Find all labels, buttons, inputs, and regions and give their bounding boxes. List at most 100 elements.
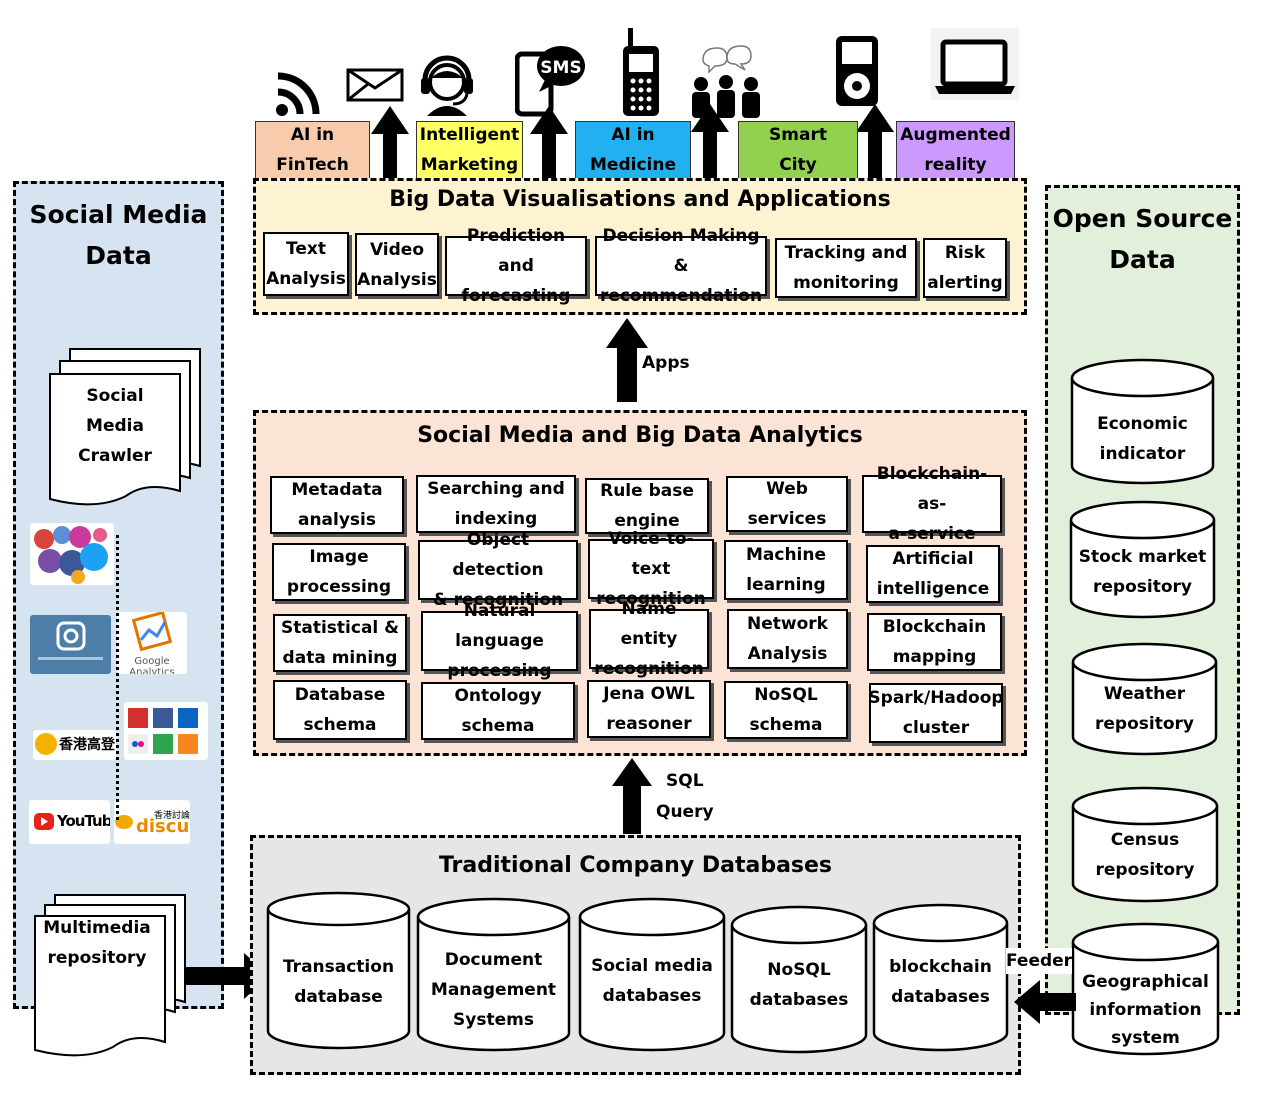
youtube-logo: YouTube [29,800,110,844]
analytics-item-rule-base: Rule base engine [585,478,709,534]
db-blockchain: blockchain databases [872,903,1009,1053]
apps-label: Apps [642,353,690,373]
hkgolden-text: 香港高登 [59,737,115,753]
analytics-item-voice-to-text: Voice-to-text recognition [588,529,714,609]
analytics-item-spark-hadoop: Spark/Hadoop cluster [868,683,1004,743]
big-data-title: Big Data Visualisations and Applications [389,187,891,212]
cylinder-shape [1069,500,1216,619]
analytics-item-blockchain-mapping: Blockchain mapping [867,613,1002,671]
cylinder-shape [1070,358,1215,485]
cylinder-shape [578,897,726,1052]
os-economic-indicator: Economic indicator [1070,358,1215,486]
db-social-media: Social media databases [578,897,726,1053]
cylinder-shape [872,903,1009,1052]
os-weather: Weather repository [1071,642,1218,757]
big-data-item-text-analysis: Text Analysis [263,232,349,296]
share-buttons-logo [124,702,208,760]
os-economic-label: Economic indicator [1097,414,1188,464]
analytics-title: Social Media and Big Data Analytics [417,423,863,448]
hkgolden-logo: 香港高登 [33,730,116,760]
cylinder-shape [1071,642,1218,756]
dotted-connector-line [116,535,119,820]
cylinder-shape [1071,786,1219,903]
stacked-document-shape [49,348,201,506]
headset-agent-icon [421,55,473,116]
analytics-item-web-services: Web services [726,476,848,532]
analytics-item-object-detection: Object detection & recognition [418,530,578,610]
ipod-icon [836,36,878,106]
analytics-item-image-processing: Image processing [272,543,406,601]
analytics-item-machine-learning: Machine learning [724,540,848,600]
apps-up-arrow [606,318,648,402]
analytics-item-jena-owl: Jena OWL reasoner [587,680,711,738]
big-data-item-decision-making: Decision Making & recommendation [595,226,767,306]
os-stock-market: Stock market repository [1069,500,1216,620]
svg-text:SMS: SMS [540,58,581,78]
mobile-phone-icon [623,28,659,116]
right-arrow-multimedia [186,953,270,999]
laptop-icon [931,28,1019,100]
os-stock-label: Stock market repository [1078,547,1207,597]
analytics-item-network-analysis: Network Analysis [727,609,848,669]
os-gis: Geographical information system [1071,922,1220,1057]
traditional-title: Traditional Company Databases [438,853,833,878]
app-intelligent-marketing: Intelligent Marketing [416,121,523,179]
db-transaction: Transaction database [266,891,411,1051]
up-arrow-4 [856,104,894,182]
sms-phone-icon: SMS [515,46,585,117]
db-document-management: Document Management Systems [416,897,571,1053]
discuss-text: discus [136,816,190,837]
sql-query-label: SQL Query [656,771,714,822]
feeder-left-arrow [1014,980,1076,1024]
big-data-item-prediction: Prediction and forecasting [445,226,587,306]
analytics-item-statistical: Statistical & data mining [273,614,407,672]
big-data-item-risk-alerting: Risk alerting [923,238,1007,298]
os-census: Census repository [1071,786,1219,904]
db-nosql-label: NoSQL databases [749,960,849,1010]
social-media-panel: Social Media Data [13,181,224,1009]
analytics-item-name-entity: Name entity recognition [589,599,709,679]
analytics-item-nlp: Natural language processing [421,601,578,681]
up-arrow-1 [371,106,409,182]
open-source-title: Open Source Data [1052,204,1233,274]
app-ai-medicine: AI in Medicine [575,121,691,179]
os-census-label: Census repository [1095,830,1195,880]
app-augmented-reality: Augmented reality [896,121,1015,179]
analytics-item-nosql-schema: NoSQL schema [724,681,848,739]
app-ai-fintech: AI in FinTech [255,121,370,179]
analytics-item-ontology-schema: Ontology schema [421,682,575,740]
feeder-label: Feeder [1006,948,1073,974]
analytics-item-metadata: Metadata analysis [270,476,404,534]
instagram-logo [30,615,111,674]
up-arrow-3 [691,104,729,182]
social-media-crawler: Social Media Crawler [46,346,206,511]
db-transaction-label: Transaction database [282,957,395,1007]
db-nosql: NoSQL databases [730,905,868,1055]
discuss-logo: 香港討論 discus [114,800,190,844]
multimedia-repository: Multimedia repository [33,892,193,1057]
wifi-signal-icon [276,72,320,116]
cylinder-shape [1071,922,1220,1056]
app-smart-city: Smart City [738,121,858,179]
crawler-label: Social Media Crawler [78,386,152,466]
db-blockchain-label: blockchain databases [889,957,992,1007]
social-media-title: Social Media Data [29,200,208,270]
db-social-media-label: Social media databases [591,956,713,1006]
analytics-item-artificial-intelligence: Artificial intelligence [866,545,1000,603]
os-gis-label: Geographical information system [1082,972,1209,1048]
cylinder-shape [266,891,411,1050]
stacked-document-shape [34,894,186,1057]
envelope-icon [346,68,404,102]
big-data-item-tracking: Tracking and monitoring [775,238,917,298]
db-document-management-label: Document Management Systems [430,950,557,1030]
youtube-text: YouTube [57,812,110,830]
up-arrow-2 [530,106,568,182]
os-weather-label: Weather repository [1095,684,1194,734]
analytics-item-database-schema: Database schema [273,680,407,740]
discuss-small-text: 香港討論 [154,811,190,821]
social-icons-cluster-logo [30,523,114,585]
google-analytics-text: Google Analytics [129,656,175,674]
big-data-item-video-analysis: Video Analysis [355,233,439,296]
sql-up-arrow [612,758,652,834]
google-analytics-logo: Google Analytics [117,612,187,674]
